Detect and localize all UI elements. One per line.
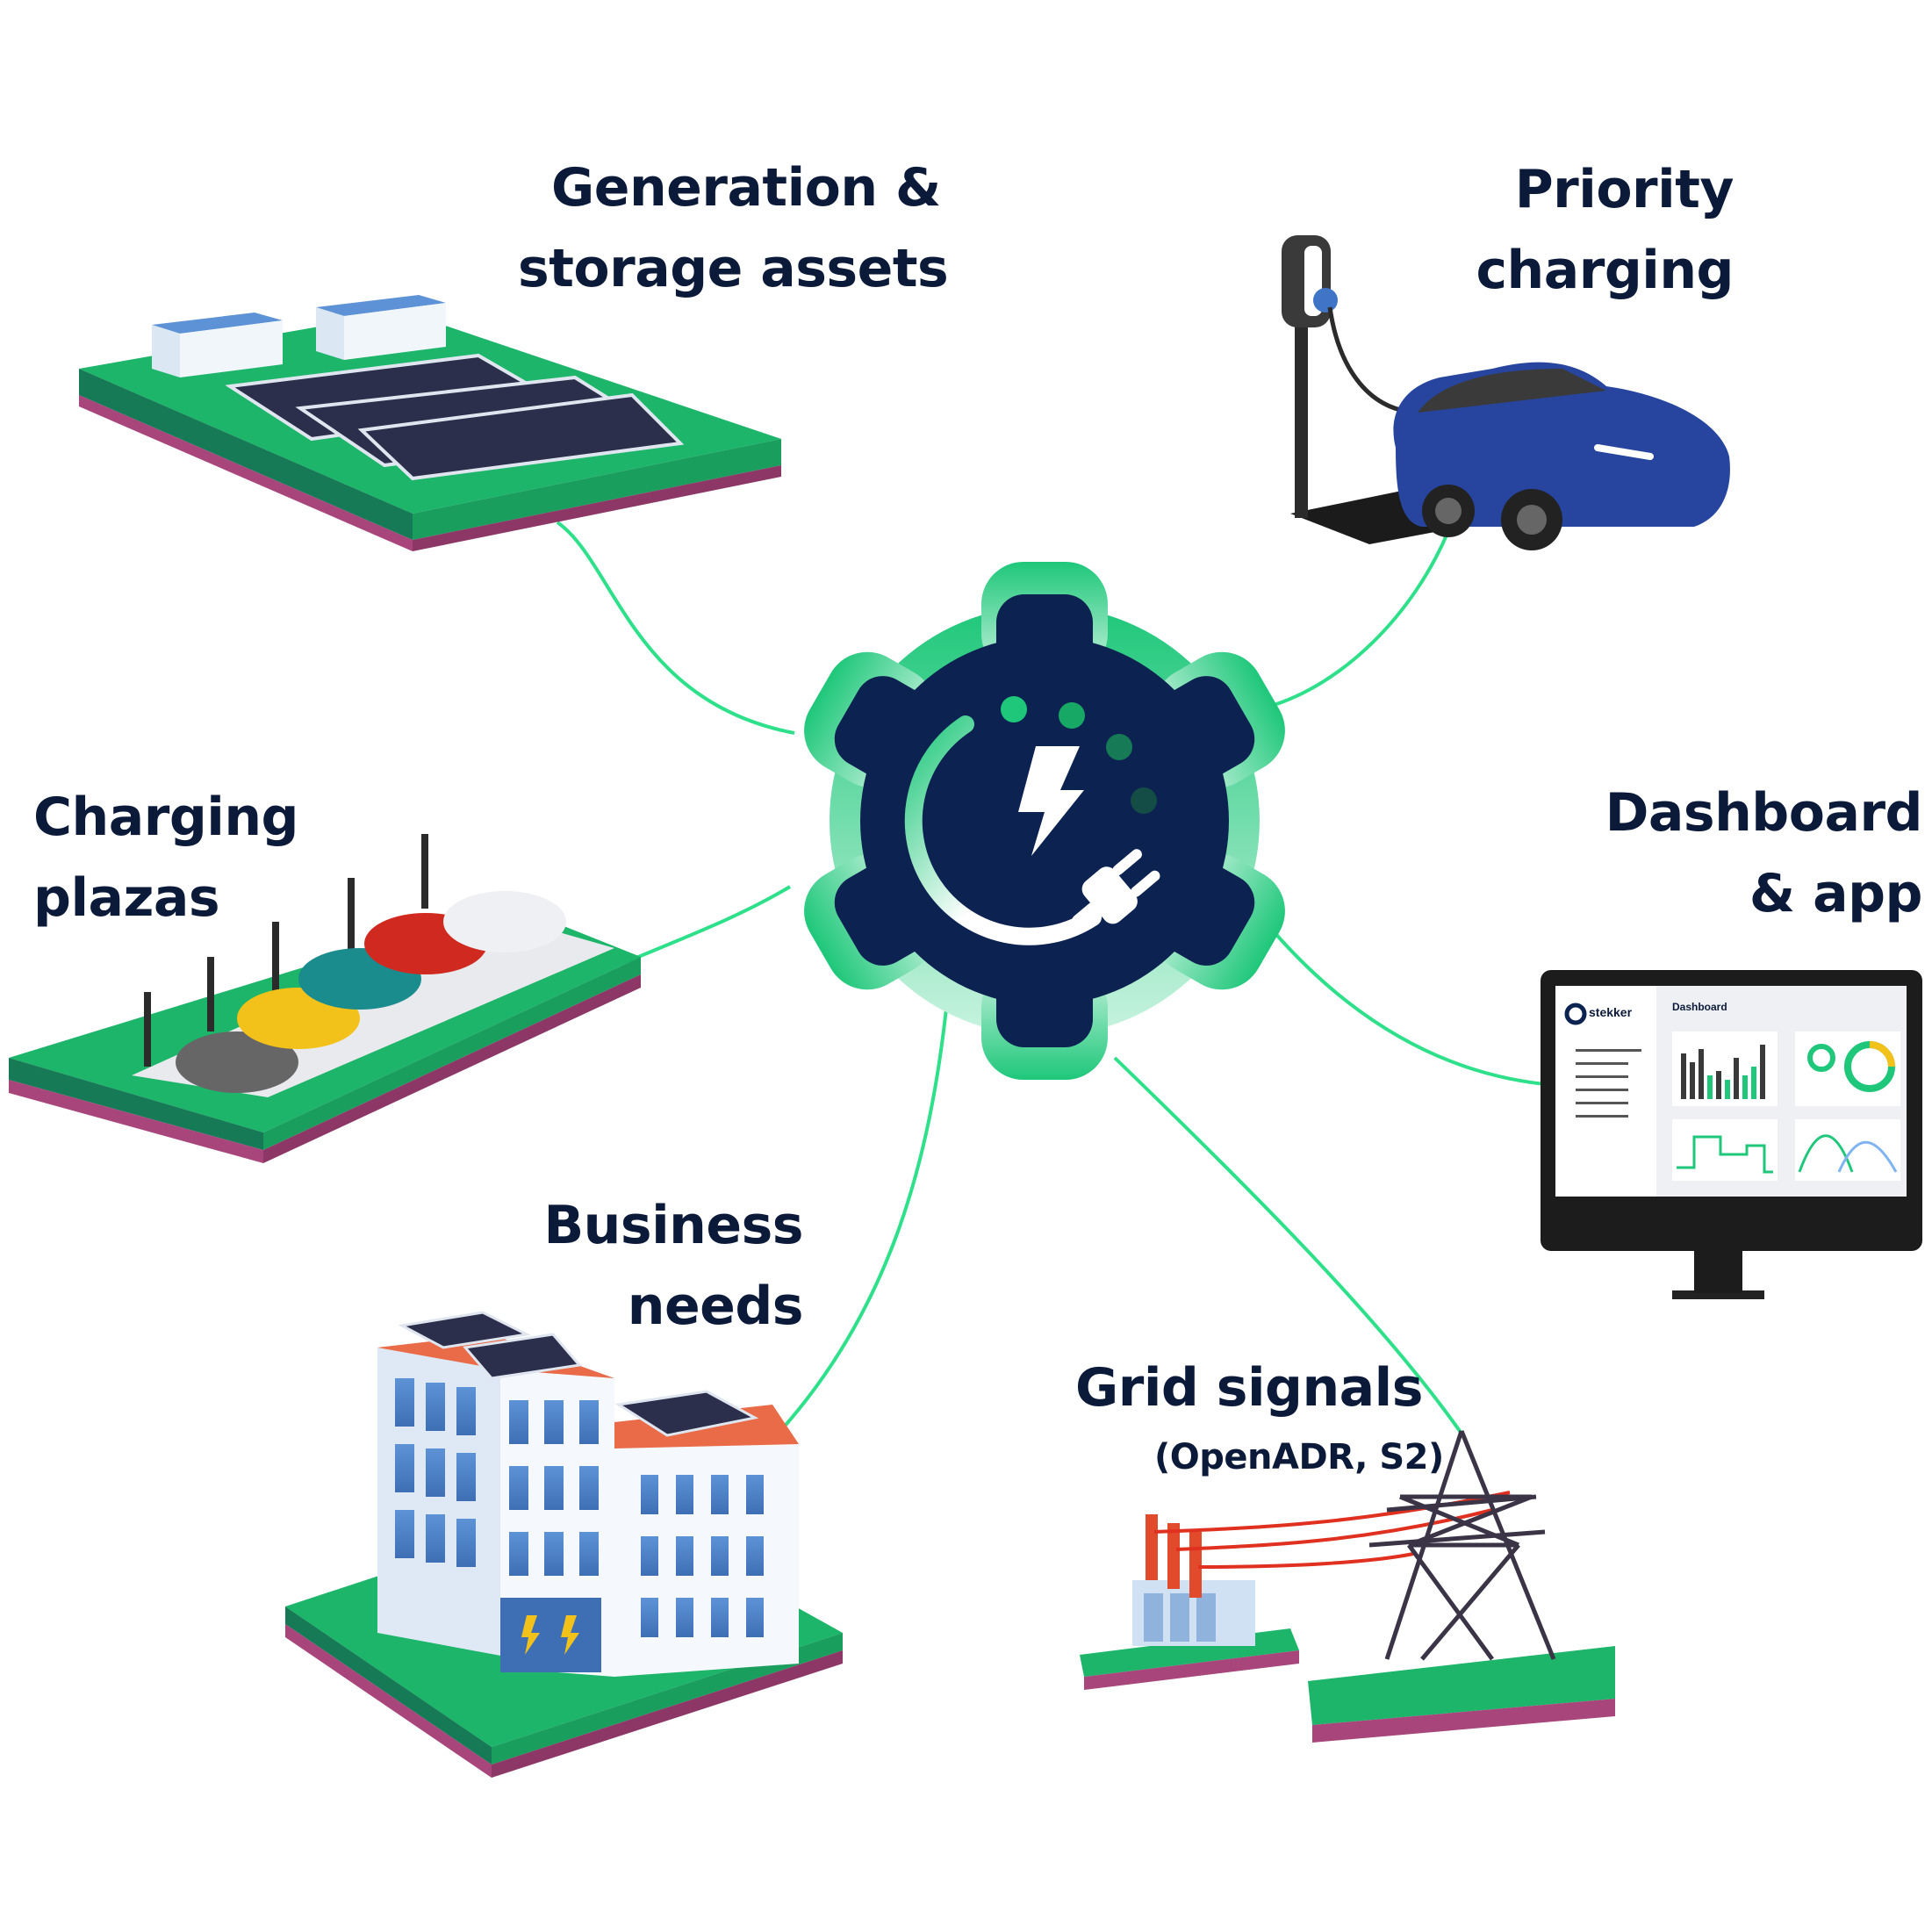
hub-dot-2 <box>1059 702 1085 729</box>
label-grid-protocols: (OpenADR, S2) <box>1154 1431 1444 1484</box>
hub-dot-3 <box>1106 734 1132 760</box>
grid-illustration <box>1080 1430 1615 1743</box>
monitor-illustration <box>1541 970 1922 1299</box>
label-priority-charging: Priority charging <box>1453 149 1734 311</box>
connector-plazas <box>627 885 792 963</box>
charging-plaza-illustration <box>9 834 641 1163</box>
label-business-needs: Business needs <box>492 1185 803 1347</box>
priority-charging-illustration <box>1282 235 1730 550</box>
label-generation-line2: storage assets <box>518 238 949 299</box>
label-generation-storage: Generation & storage assets <box>518 147 949 309</box>
label-grid-line1: Grid signals <box>1075 1357 1423 1419</box>
central-hub <box>804 562 1285 1080</box>
connector-grid <box>1113 1056 1468 1441</box>
connector-lines <box>556 521 1546 1441</box>
label-dashboard-app: Dashboard & app <box>1562 773 1923 934</box>
connector-business <box>771 991 950 1441</box>
label-priority-line1: Priority <box>1514 159 1734 220</box>
hub-dot-1 <box>1001 696 1027 722</box>
hub-dot-4 <box>1131 787 1157 814</box>
label-priority-line2: charging <box>1476 240 1734 301</box>
label-charging-plazas: Charging plazas <box>33 777 299 938</box>
label-plazas-line1: Charging <box>33 787 299 848</box>
lightning-icon <box>1018 746 1084 856</box>
solar-farm-illustration <box>79 295 781 551</box>
connector-priority <box>1268 530 1450 708</box>
connector-generation <box>556 521 795 735</box>
plug-icon <box>1072 849 1160 929</box>
label-grid-signals: Grid signals <box>1075 1348 1423 1428</box>
hub-arc <box>904 715 1102 945</box>
label-business-line2: needs <box>627 1276 804 1337</box>
label-plazas-line2: plazas <box>33 867 220 929</box>
label-dashboard-line2: & app <box>1749 863 1923 924</box>
buildings-illustration <box>285 1311 843 1778</box>
label-business-line1: Business <box>543 1195 803 1256</box>
label-dashboard-line1: Dashboard <box>1605 782 1923 844</box>
label-grid-line2: (OpenADR, S2) <box>1154 1437 1444 1477</box>
screen-brand: stekker <box>1589 1005 1633 1019</box>
screen-title: Dashboard <box>1672 1001 1727 1013</box>
label-generation-line1: Generation & <box>551 157 941 219</box>
connector-dashboard <box>1271 929 1546 1086</box>
